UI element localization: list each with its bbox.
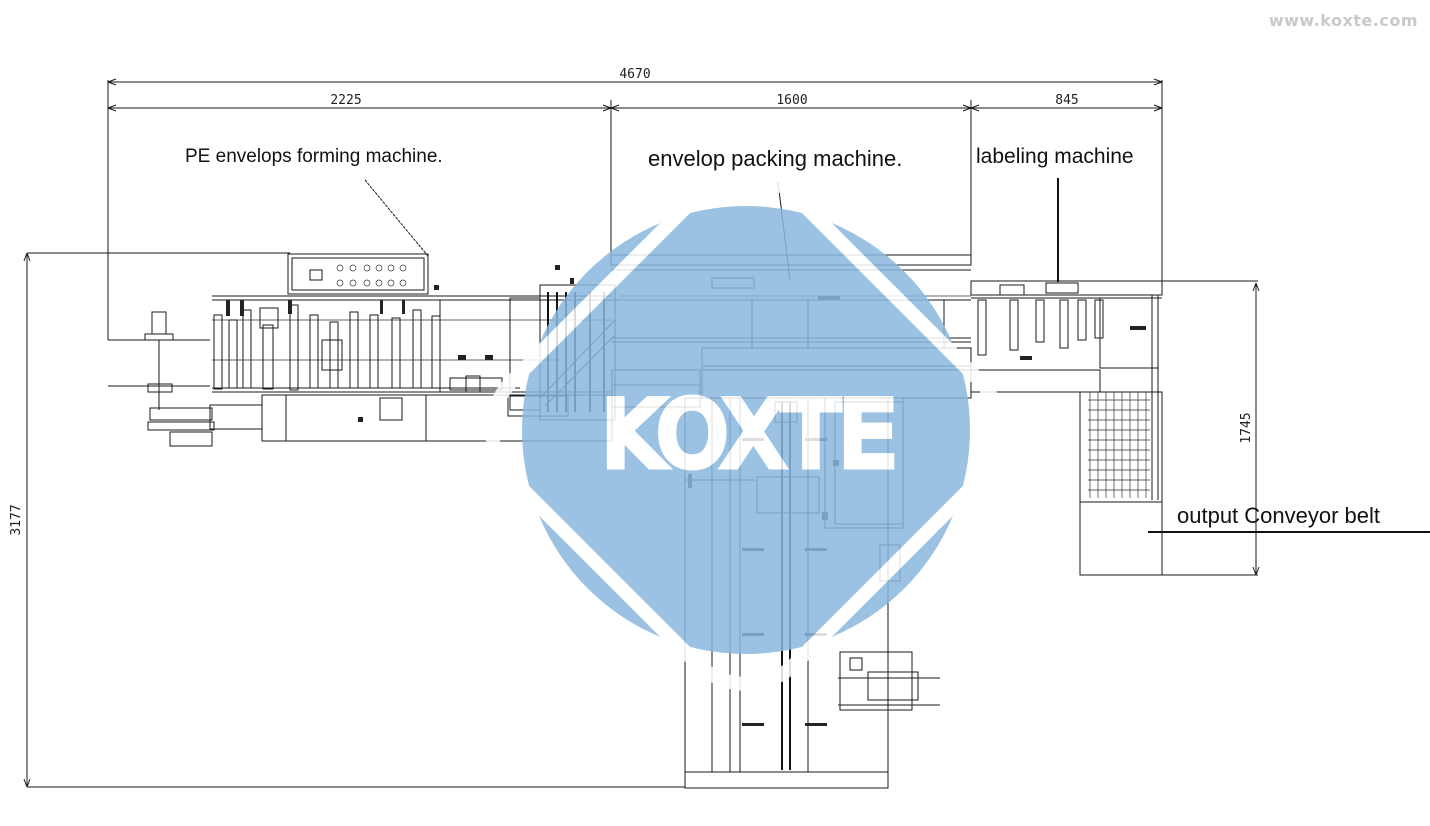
dim-labeling-length: 845: [1055, 93, 1078, 108]
leader-forming: [364, 179, 429, 257]
label-packing-machine: envelop packing machine.: [648, 146, 902, 171]
koxte-logo-watermark: KOXTE: [485, 169, 1007, 691]
dim-forming-length: 2225: [330, 93, 361, 108]
label-labeling-machine: labeling machine: [976, 145, 1134, 168]
logo-text: KOXTE: [603, 383, 898, 486]
labeling-machine: [970, 280, 1163, 393]
dimension-lines: [23, 78, 1260, 788]
label-forming-machine: PE envelops forming machine.: [185, 146, 443, 167]
output-conveyor: [1079, 295, 1163, 576]
dim-total-width: 3177: [9, 504, 24, 535]
dim-conveyor-width: 1745: [1239, 412, 1254, 443]
dim-packing-length: 1600: [776, 93, 807, 108]
website-url: www.koxte.com: [1268, 11, 1418, 30]
label-output-conveyor: output Conveyor belt: [1177, 503, 1380, 528]
dim-total-length: 4670: [619, 67, 650, 82]
